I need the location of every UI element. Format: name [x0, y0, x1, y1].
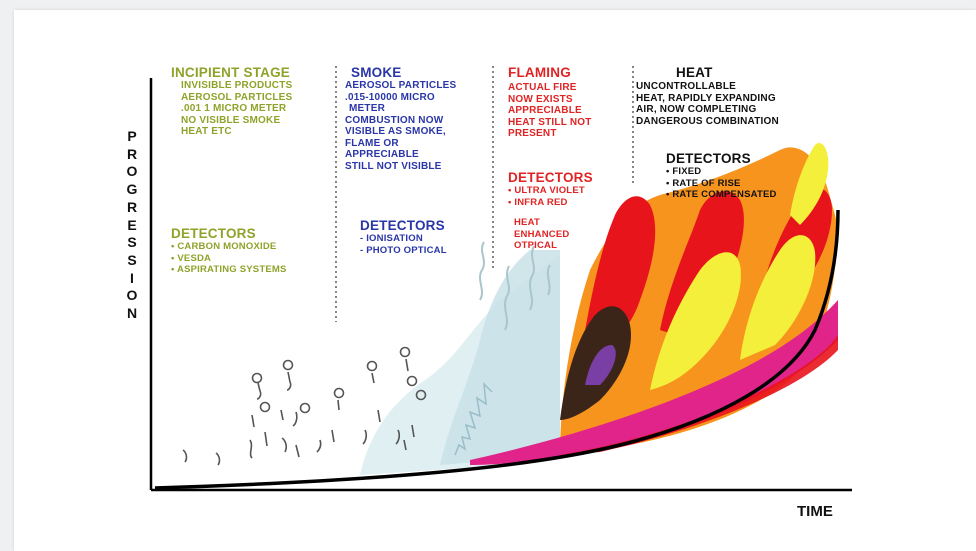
description-line: HEAT ETC: [181, 126, 232, 137]
description-line: DANGEROUS COMBINATION: [636, 115, 779, 127]
axes: [149, 78, 852, 492]
detectors-incipient: DETECTORS • CARBON MONOXIDE • VESDA • AS…: [171, 226, 287, 276]
description-line: APPRECIABLE: [345, 149, 419, 160]
description-line: VISIBLE AS SMOKE,: [345, 126, 446, 137]
detector-item: • ULTRA VIOLET: [508, 185, 585, 196]
stage-title: INCIPIENT STAGE: [171, 65, 291, 80]
detectors-title: DETECTORS: [171, 226, 256, 241]
y-axis-label-letter: S: [127, 234, 137, 251]
y-axis-label-letter: G: [126, 181, 138, 198]
y-axis-label-letter: N: [126, 305, 138, 322]
stage-incipient: INCIPIENT STAGE INVISIBLE PRODUCTS AEROS…: [171, 65, 292, 138]
flame-region: [470, 142, 838, 465]
stage-smoke: SMOKE AEROSOL PARTICLES .015-10000 MICRO…: [345, 65, 456, 172]
description-line: .015-10000 MICRO: [345, 91, 435, 103]
extra-line: HEAT: [514, 217, 540, 228]
stage-description: AEROSOL PARTICLES .015-10000 MICRO METER…: [345, 80, 456, 172]
description-line: COMBUSTION NOW: [345, 114, 444, 126]
detector-item: • RATE OF RISE: [666, 177, 741, 189]
extra-line: ENHANCED: [514, 228, 570, 240]
description-line: NO VISIBLE SMOKE: [181, 114, 281, 126]
detector-item: - IONISATION: [360, 233, 423, 244]
detector-list: • CARBON MONOXIDE • VESDA • ASPIRATING S…: [171, 241, 287, 276]
description-line: FLAME OR: [345, 137, 399, 149]
detectors-title: DETECTORS: [360, 218, 445, 233]
description-line: HEAT STILL NOT: [508, 116, 592, 128]
stage-title: SMOKE: [351, 65, 402, 80]
y-axis-label-letter: R: [126, 198, 138, 215]
description-line: HEAT, RAPIDLY EXPANDING: [636, 92, 776, 104]
description-line: METER: [349, 103, 385, 114]
detector-item: • CARBON MONOXIDE: [171, 241, 277, 252]
stage-heat: HEAT UNCONTROLLABLE HEAT, RAPIDLY EXPAND…: [636, 65, 779, 127]
detectors-heat: DETECTORS • FIXED • RATE OF RISE • RATE …: [666, 151, 777, 201]
y-axis-label-letter: S: [127, 251, 137, 268]
detector-item: • ASPIRATING SYSTEMS: [171, 264, 287, 275]
description-line: NOW EXISTS: [508, 93, 573, 105]
detector-list: - IONISATION - PHOTO OPTICAL: [360, 233, 447, 256]
detector-item: • FIXED: [666, 166, 702, 177]
description-line: ACTUAL FIRE: [508, 82, 577, 93]
particle-glyphs: [182, 346, 427, 466]
y-axis-label-letter: P: [127, 128, 137, 144]
description-line: AEROSOL PARTICLES: [345, 80, 457, 91]
description-line: AIR, NOW COMPLETING: [636, 104, 757, 115]
progression-curve: [154, 209, 840, 490]
description-line: STILL NOT VISIBLE: [345, 160, 442, 172]
stage-description: INVISIBLE PRODUCTS AEROSOL PARTICLES .00…: [181, 80, 292, 138]
description-line: PRESENT: [508, 128, 557, 139]
detectors-smoke: DETECTORS - IONISATION - PHOTO OPTICAL: [360, 218, 447, 256]
description-line: INVISIBLE PRODUCTS: [181, 80, 293, 91]
detector-list: • ULTRA VIOLET • INFRA RED: [508, 185, 593, 208]
detectors-title: DETECTORS: [666, 151, 751, 166]
stage-title: FLAMING: [508, 65, 571, 80]
description-line: APPRECIABLE: [508, 105, 582, 116]
y-axis-label-letter: R: [126, 145, 138, 162]
detector-item: • VESDA: [171, 252, 212, 264]
detectors-title: DETECTORS: [508, 170, 593, 185]
detector-item: • RATE COMPENSATED: [666, 189, 777, 200]
y-axis-label-letter: E: [127, 216, 137, 233]
x-axis-label: TIME: [797, 503, 833, 520]
stage-description: ACTUAL FIRE NOW EXISTS APPRECIABLE HEAT …: [508, 82, 592, 140]
description-line: .001 1 MICRO METER: [181, 103, 287, 114]
stage-dividers: [335, 66, 634, 322]
description-line: UNCONTROLLABLE: [636, 81, 737, 92]
description-line: AEROSOL PARTICLES: [181, 91, 293, 103]
extra-line: OTPICAL: [514, 240, 558, 251]
detector-item: - PHOTO OPTICAL: [360, 244, 447, 256]
stage-flaming: FLAMING ACTUAL FIRE NOW EXISTS APPRECIAB…: [508, 65, 592, 140]
y-axis-label-letter: O: [126, 287, 138, 304]
detector-item: • INFRA RED: [508, 196, 568, 208]
flaming-extra: HEAT ENHANCED OTPICAL: [514, 217, 593, 252]
stage-description: UNCONTROLLABLE HEAT, RAPIDLY EXPANDING A…: [636, 81, 779, 127]
detectors-flaming: DETECTORS • ULTRA VIOLET • INFRA RED HEA…: [508, 170, 593, 252]
y-axis-label-letter: O: [126, 163, 138, 180]
stage-title: HEAT: [676, 65, 713, 80]
smoke-region: [360, 241, 560, 475]
y-axis-label-letter: I: [130, 269, 134, 286]
detector-list: • FIXED • RATE OF RISE • RATE COMPENSATE…: [666, 166, 777, 201]
